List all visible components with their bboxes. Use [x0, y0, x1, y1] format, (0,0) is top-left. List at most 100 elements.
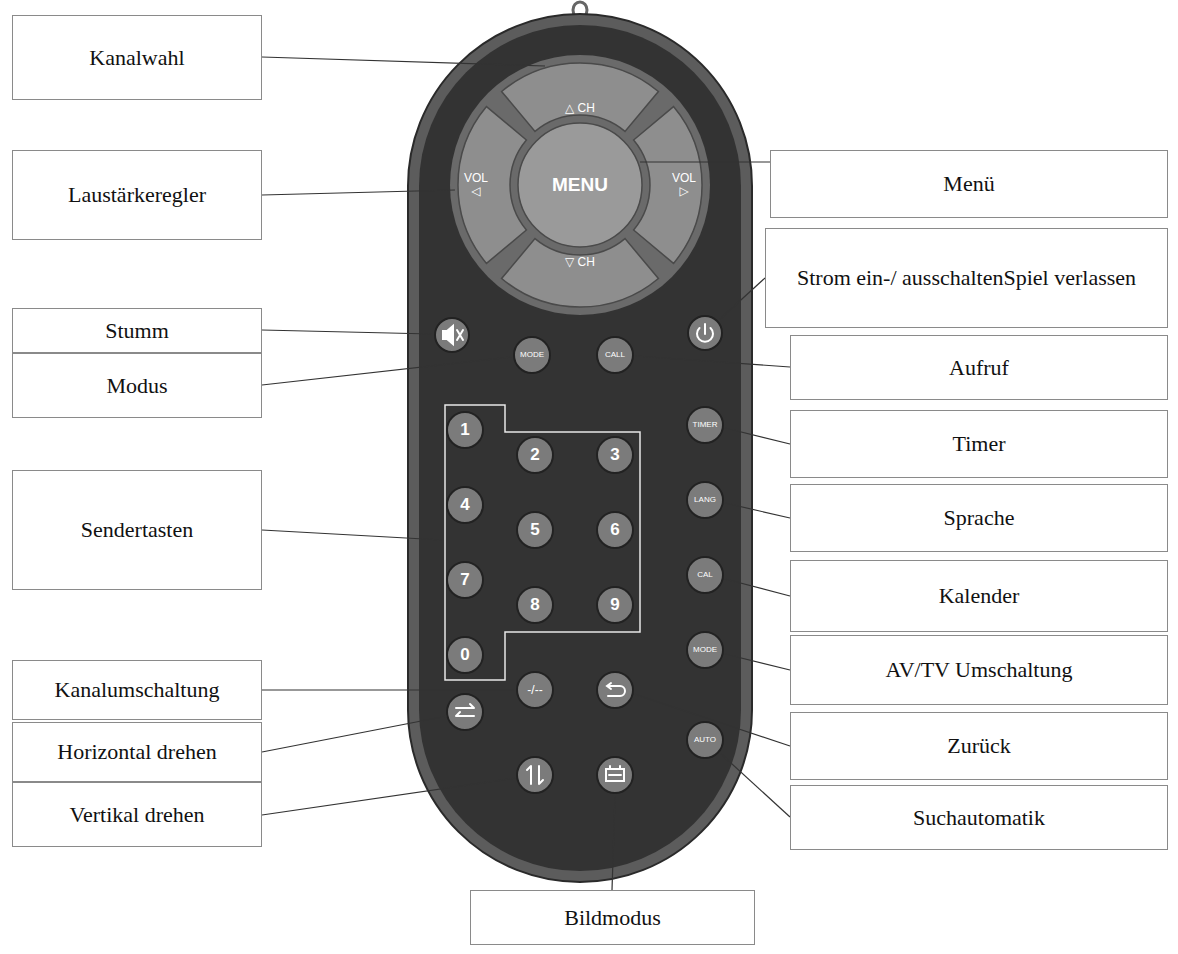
power-button: [688, 316, 722, 350]
callout-box: Sendertasten: [12, 470, 262, 590]
callout-text: Modus: [106, 373, 167, 398]
leader-line: [720, 753, 790, 817]
cal-button: [687, 557, 723, 593]
hflip-icon: [456, 704, 474, 716]
button-label: MODE: [688, 646, 722, 654]
button-label: VOL ◁: [462, 172, 490, 197]
callout-text: Sprache: [944, 505, 1015, 530]
lang-button: [687, 482, 723, 518]
hflip-button: [447, 694, 483, 730]
callout-box: Vertikal drehen: [12, 782, 262, 847]
callout-box: Aufruf: [790, 335, 1168, 400]
digit-button: [597, 512, 633, 548]
callout-text: Kanalumschaltung: [55, 677, 220, 702]
call-button: [597, 337, 633, 373]
leader-line: [725, 428, 790, 444]
leader-line: [262, 57, 545, 66]
power-icon: [704, 324, 706, 334]
leader-line: [719, 278, 765, 320]
timer-button: [687, 407, 723, 443]
button-label: 1: [455, 421, 475, 439]
callout-box: Laustärkeregler: [12, 150, 262, 240]
callout-text: Kanalwahl: [89, 45, 184, 70]
remote-rim: [408, 14, 752, 882]
leader-line: [262, 778, 516, 815]
callout-text: Timer: [953, 431, 1006, 456]
auto-button: [687, 722, 723, 758]
number-bracket: [445, 405, 640, 680]
leader-line: [725, 654, 790, 670]
mute-icon: [443, 326, 453, 344]
callout-text: Bildmodus: [564, 905, 661, 930]
digit-button: [597, 587, 633, 623]
callout-text: Zurück: [947, 733, 1011, 758]
callout-text: Sendertasten: [81, 517, 193, 542]
menu-key: [518, 123, 642, 247]
callout-box: Strom ein-/ ausschaltenSpiel verlassen: [765, 228, 1168, 328]
digit-button: [447, 412, 483, 448]
return-icon: [607, 683, 625, 696]
ch-down-key: [502, 239, 659, 307]
callout-box: Stumm: [12, 308, 262, 353]
button-label: ▽ CH: [560, 256, 600, 269]
callout-box: Menü: [770, 150, 1168, 218]
button-label: MENU: [540, 175, 620, 195]
leader-line: [262, 689, 514, 690]
leader-line: [634, 694, 790, 746]
leader-line: [262, 530, 442, 540]
leader-line: [262, 357, 512, 385]
callout-text: Strom ein-/ ausschaltenSpiel verlassen: [797, 265, 1136, 290]
callout-box: Sprache: [790, 484, 1168, 552]
leader-line: [635, 356, 790, 367]
callout-box: Modus: [12, 353, 262, 418]
callout-text: Stumm: [105, 318, 169, 343]
leader-line: [612, 796, 615, 890]
picture-button: [597, 757, 633, 793]
button-label: CALL: [598, 351, 632, 359]
leader-line: [640, 161, 770, 162]
return-button: [597, 672, 633, 708]
digit-button: [517, 437, 553, 473]
digit-button: [447, 637, 483, 673]
callout-box: Horizontal drehen: [12, 722, 262, 782]
remote-body: [419, 25, 741, 871]
leader-line: [262, 190, 455, 195]
button-label: 0: [455, 646, 475, 664]
button-label: 4: [455, 496, 475, 514]
dpad-base: [450, 55, 710, 315]
leader-line: [262, 716, 447, 752]
callout-box: Bildmodus: [470, 890, 755, 945]
button-label: TIMER: [688, 421, 722, 429]
digit-button: [517, 512, 553, 548]
callout-text: AV/TV Umschaltung: [886, 657, 1073, 682]
digit-button: [447, 562, 483, 598]
button-label: LANG: [688, 496, 722, 504]
dash-button: [517, 672, 553, 708]
button-icons: [443, 324, 713, 784]
vflip-button: [517, 757, 553, 793]
vflip-icon: [527, 766, 543, 784]
button-label: VOL ▷: [670, 172, 698, 197]
picture-icon: [609, 766, 621, 775]
leader-line: [725, 503, 790, 518]
mute-icon: [457, 330, 463, 340]
ch-up-key: [502, 63, 659, 131]
mode-button: [514, 337, 550, 373]
callout-box: Kalender: [790, 560, 1168, 632]
callout-text: Kalender: [939, 583, 1020, 608]
callout-box: Timer: [790, 410, 1168, 478]
leader-line: [725, 579, 790, 596]
digit-button: [517, 587, 553, 623]
callout-box: Suchautomatik: [790, 785, 1168, 850]
mute-button: [435, 318, 469, 352]
digit-button: [597, 437, 633, 473]
button-label: 7: [455, 571, 475, 589]
dpad-keys: [458, 63, 702, 307]
vol-up-key: [634, 107, 702, 264]
avtv-button: [687, 632, 723, 668]
callout-box: Zurück: [790, 712, 1168, 780]
callout-box: AV/TV Umschaltung: [790, 635, 1168, 705]
button-label: 9: [605, 596, 625, 614]
leader-line: [262, 330, 432, 334]
